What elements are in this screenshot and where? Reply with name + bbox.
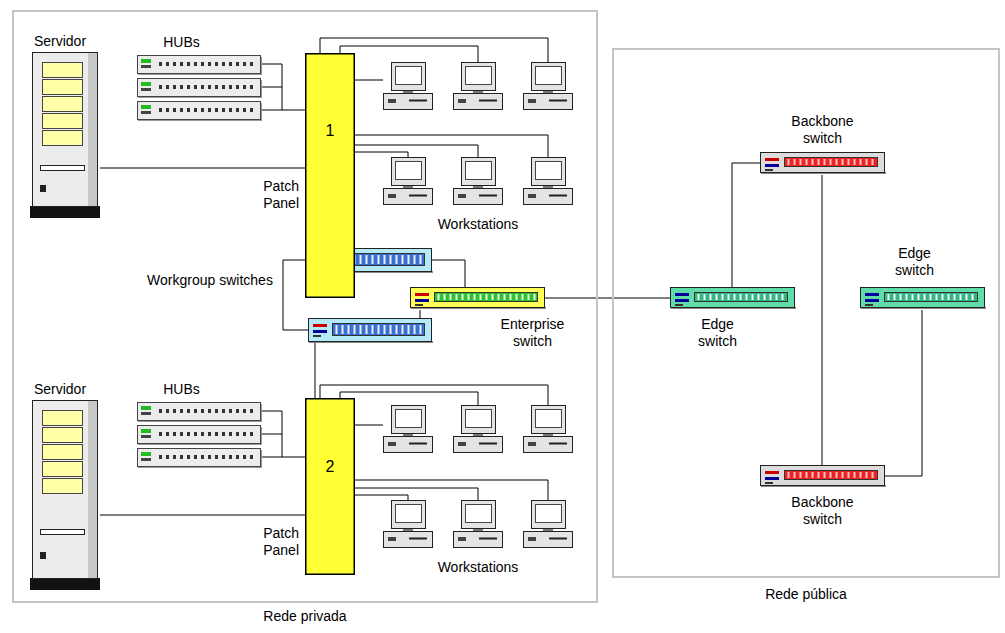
panel-node: 2Patch Panel [305, 398, 355, 575]
switch-icon [410, 287, 545, 310]
network-link [355, 425, 383, 426]
node-label: Edge switch [683, 316, 753, 350]
switch-symbol [761, 153, 887, 175]
node-label: Patch Panel [239, 178, 299, 212]
panel-icon [305, 398, 355, 575]
switch-icon [670, 287, 795, 310]
network-link [100, 515, 305, 516]
workstation-icon [384, 406, 433, 453]
network-region: Rede privadaServidorHUBs1Patch PanelWork… [12, 10, 598, 603]
ws-icon [383, 405, 573, 555]
switch-node: Backbone switch [760, 152, 885, 175]
hubs-node: HUBs [137, 55, 262, 119]
panel-number: 1 [326, 121, 335, 140]
node-label: Rede pública [765, 586, 847, 603]
workstation-icon [454, 501, 503, 548]
switch-node: Enterprise switch [410, 287, 545, 310]
workstation-icon [454, 63, 503, 110]
wires [262, 38, 548, 500]
hubs-icon [137, 402, 262, 466]
server-node: Servidor [30, 52, 100, 218]
group-label: Workgroup switches [145, 272, 275, 289]
switch-icon [760, 152, 885, 175]
workstation-icon [524, 158, 573, 205]
switch-node: Edge switch [670, 287, 795, 310]
ws-node: Workstations [383, 405, 573, 555]
hubs-icon [137, 55, 262, 119]
workstation-icon [524, 63, 573, 110]
node-label: Rede privada [263, 608, 346, 625]
switch-symbol [761, 466, 887, 488]
network-link [100, 168, 305, 169]
switch-symbol [411, 288, 547, 310]
server-node: Servidor [30, 400, 100, 590]
network-link [355, 80, 383, 81]
hub-wire [262, 64, 282, 110]
hubs-node: HUBs [137, 402, 262, 466]
workstation-icon [454, 158, 503, 205]
server-icon [30, 400, 100, 590]
hub-wire [262, 411, 282, 457]
ws-node: Workstations [383, 60, 573, 212]
node-label: HUBs [163, 381, 200, 398]
switch-symbol [861, 288, 987, 310]
node-label: Edge switch [880, 245, 950, 279]
node-label: Servidor [34, 33, 86, 50]
network-link [545, 298, 670, 299]
network-region: Rede públicaBackbone switchEdge switchEd… [612, 48, 1000, 578]
panel-number: 2 [326, 457, 335, 476]
node-label: Backbone switch [778, 494, 868, 528]
node-label: Enterprise switch [483, 316, 583, 350]
workstation-icon [524, 406, 573, 453]
network-link [262, 457, 305, 458]
workstation-icon [454, 406, 503, 453]
node-label: Backbone switch [778, 113, 868, 147]
switch-node: Edge switch [860, 287, 985, 310]
network-link [885, 310, 922, 476]
node-label: Workstations [438, 559, 519, 576]
workstation-icon [524, 501, 573, 548]
network-link [732, 163, 760, 287]
switch-symbol [309, 319, 434, 344]
switch-icon [760, 465, 885, 488]
panel-icon [305, 53, 355, 298]
switch-icon [860, 287, 985, 310]
workstation-icon [384, 158, 433, 205]
network-link [822, 175, 823, 465]
node-label: Workstations [438, 216, 519, 233]
node-label: Patch Panel [239, 525, 299, 559]
switch-node: Backbone switch [760, 465, 885, 488]
workstation-icon [384, 501, 433, 548]
server-icon [30, 52, 100, 218]
node-label: HUBs [163, 34, 200, 51]
network-link [262, 110, 305, 111]
panel-node: 1Patch Panel [305, 53, 355, 298]
node-label: Servidor [34, 381, 86, 398]
workstation-icon [384, 63, 433, 110]
switch-symbol [671, 288, 797, 310]
ws-icon [383, 60, 573, 212]
